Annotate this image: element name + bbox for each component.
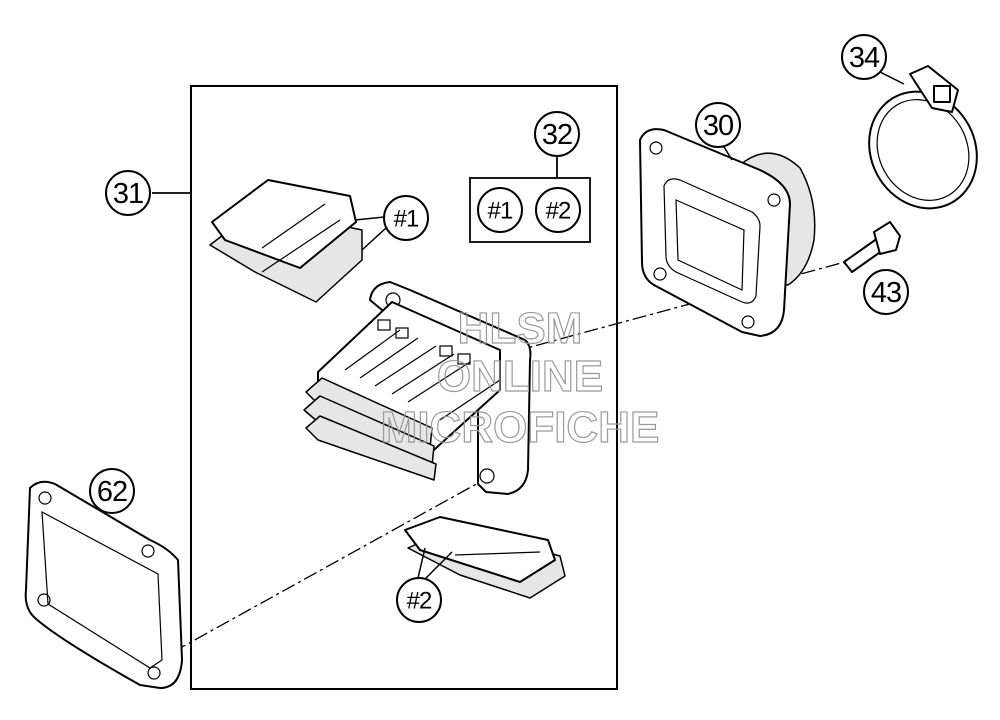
leader-ref2-a — [417, 547, 426, 579]
callout-31-label: 31 — [113, 178, 143, 210]
bolt-43 — [843, 221, 901, 273]
callout-34: 34 — [841, 34, 887, 80]
watermark-line3: MICROFICHE — [381, 403, 660, 452]
ref1-label: #1 — [394, 206, 419, 233]
reed-valve-block — [303, 281, 532, 495]
callout-kit-ref1: #1 — [477, 187, 523, 233]
intake-flange-30 — [639, 128, 816, 337]
assembly-frame — [190, 85, 618, 690]
callout-62: 62 — [89, 468, 135, 514]
gasket-62 — [24, 480, 183, 689]
watermark-line1: HLSM — [458, 304, 583, 353]
callout-43-label: 43 — [871, 277, 901, 309]
hose-clamp-34 — [868, 65, 978, 210]
callout-30: 30 — [695, 102, 741, 148]
callout-43: 43 — [863, 269, 909, 315]
watermark-line2: ONLINE — [437, 352, 603, 401]
leader-ref1-b — [361, 227, 387, 251]
center-line-lower — [172, 471, 499, 653]
leader-ref2-b — [423, 551, 453, 581]
callout-32: 32 — [534, 111, 580, 157]
reed-petals-1 — [209, 179, 363, 303]
callout-34-label: 34 — [849, 42, 880, 74]
ref2-label: #2 — [407, 588, 432, 615]
kit-ref2-label: #2 — [546, 198, 571, 225]
callout-62-label: 62 — [97, 476, 127, 508]
kit-ref1-label: #1 — [488, 198, 513, 225]
kit-box — [469, 177, 591, 243]
callout-ref1: #1 — [383, 195, 429, 241]
callout-31: 31 — [105, 170, 151, 216]
leader-ref1-a — [354, 216, 385, 221]
watermark: HLSM ONLINE MICROFICHE — [380, 303, 660, 452]
callout-30-label: 30 — [703, 110, 733, 142]
callout-ref2: #2 — [396, 577, 442, 623]
callout-kit-ref2: #2 — [535, 187, 581, 233]
reed-petals-2 — [404, 516, 566, 599]
callout-32-label: 32 — [542, 119, 572, 151]
